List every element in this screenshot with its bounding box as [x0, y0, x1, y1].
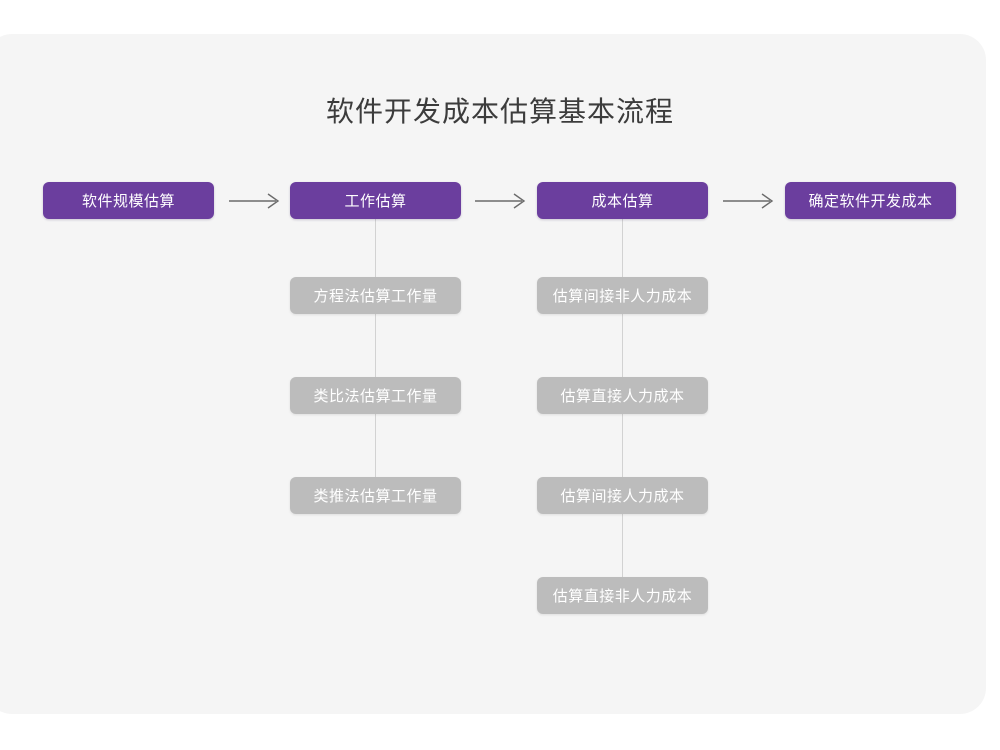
branch-node-direct-nonlabor-cost[interactable]: 估算直接非人力成本 [537, 577, 708, 614]
flow-node-effort-estimation[interactable]: 工作估算 [290, 182, 461, 219]
connector-line-effort-branch [375, 219, 376, 479]
branch-node-analogical-method-effort[interactable]: 类推法估算工作量 [290, 477, 461, 514]
flow-node-determine-development-cost[interactable]: 确定软件开发成本 [785, 182, 956, 219]
branch-node-analogy-method-effort[interactable]: 类比法估算工作量 [290, 377, 461, 414]
flow-node-software-scale-estimation[interactable]: 软件规模估算 [43, 182, 214, 219]
page-title: 软件开发成本估算基本流程 [325, 96, 674, 127]
branch-node-indirect-nonlabor-cost[interactable]: 估算间接非人力成本 [537, 277, 708, 314]
arrow-right-icon [228, 192, 284, 210]
arrow-right-icon [722, 192, 778, 210]
branch-node-indirect-labor-cost[interactable]: 估算间接人力成本 [537, 477, 708, 514]
card-background [0, 34, 986, 714]
branch-node-direct-labor-cost[interactable]: 估算直接人力成本 [537, 377, 708, 414]
arrow-right-icon [474, 192, 530, 210]
flow-node-cost-estimation[interactable]: 成本估算 [537, 182, 708, 219]
branch-node-equation-method-effort[interactable]: 方程法估算工作量 [290, 277, 461, 314]
